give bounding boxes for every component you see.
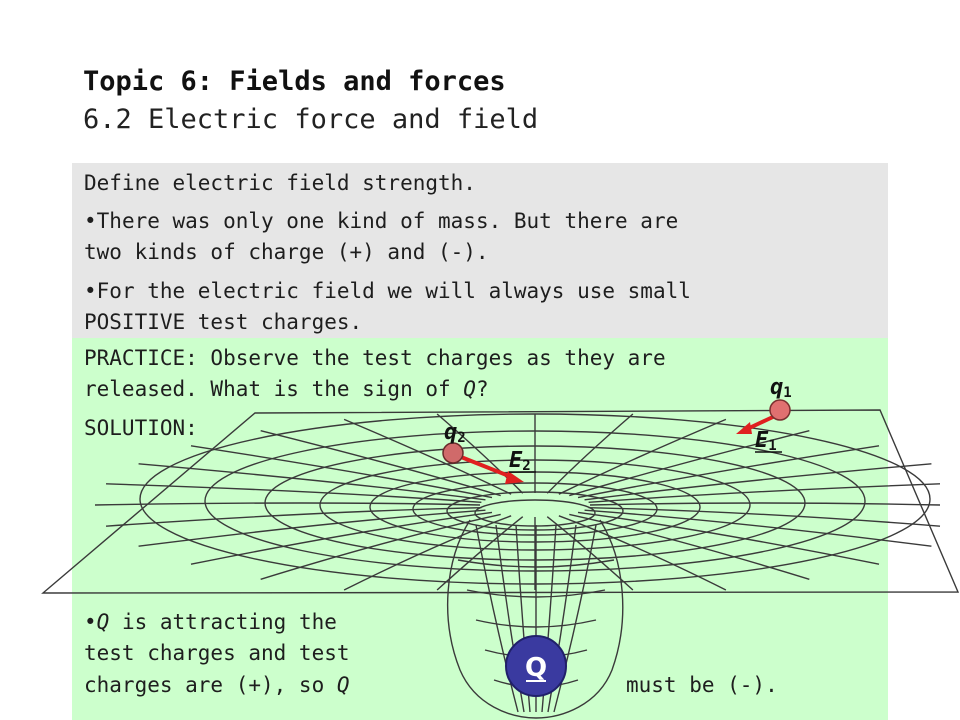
surface-radial-line [546,413,634,494]
bullet-icon: • [84,610,97,634]
bullet-one-line2: two kinds of charge (+) and (-). [84,240,489,264]
surface-radial-line [343,515,512,591]
surface-radial-line [584,463,932,501]
surface-radial-line [589,502,941,506]
practice-panel [72,338,888,720]
surface-radial-line [138,463,486,501]
test-charge-q2 [442,442,464,464]
central-charge-label: Q [525,653,547,683]
field2-label: E2 [509,448,531,474]
slide-title: Topic 6: Fields and forces [83,66,506,97]
surface-radial-line [577,445,880,499]
surface-radial-line [546,516,634,591]
definition-panel [72,163,888,338]
field-arrows [455,414,776,484]
answer-line3: charges are (+), so Q [84,673,350,697]
surface-radial-line [106,483,482,504]
test-charge-q1 [769,399,791,421]
surface-radial-line [138,509,486,547]
surface-radial-line [588,483,941,504]
practice-line2: released. What is the sign of Q? [84,377,489,401]
charge2-label: q2 [444,420,466,446]
surface-radial-line [588,506,941,527]
well-left-wall [447,519,537,719]
bullet-icon: • [84,209,97,233]
well-vertical-line [475,524,519,713]
surface-radial-line [260,430,501,497]
answer-line1: •Q is attracting the [84,610,337,634]
field-arrow-e1-head [736,422,752,434]
answer-line2: test charges and test [84,641,350,665]
well-vertical-line [553,524,597,713]
slide-subtitle: 6.2 Electric force and field [83,104,539,135]
bullet-two-line1: •For the electric field we will always u… [84,279,691,303]
solution-label: SOLUTION: [84,416,198,440]
charge1-label: q1 [770,375,792,401]
surface-radial-line [569,513,810,580]
surface-radial-line [584,509,932,547]
bullet-two-line2: POSITIVE test charges. [84,310,363,334]
field-arrow-e2-head [505,471,524,484]
surface-radial-line [569,430,810,497]
bullet-one-line1: •There was only one kind of mass. But th… [84,209,679,233]
surface-radial-line [558,515,727,591]
surface-outline [41,409,960,594]
surface-radial-line [436,516,524,591]
surface-radial-line [260,513,501,580]
answer-line3-end: must be (-). [626,673,778,697]
field1-label: E1 [755,428,777,454]
field-arrow-e2 [455,453,515,480]
bullet-icon: • [84,279,97,303]
well-right-wall [535,519,624,719]
central-charge-q [505,635,567,697]
definition-line: Define electric field strength. [84,171,476,195]
surface-radial-line [190,511,493,565]
practice-line1: PRACTICE: Observe the test charges as th… [84,346,666,370]
surface-radial-line [105,506,482,527]
surface-radial-line [190,445,493,499]
surface-radial-line [436,413,524,494]
surface-radial-line [558,418,727,495]
surface-radial-line [577,511,880,565]
surface-radial-line [94,502,481,506]
surface-radial-line [343,418,512,495]
